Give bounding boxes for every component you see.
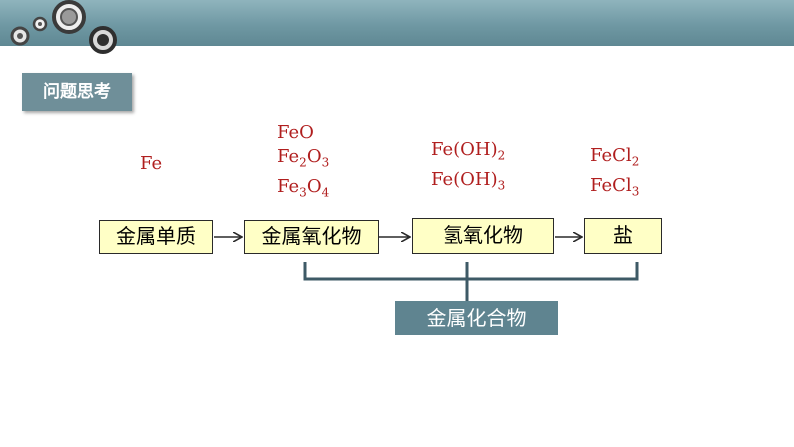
group-bracket [303,262,639,301]
oxide-formula: Fe3O4 [277,175,330,200]
salt-formula: FeCl3 [590,174,640,199]
flow-box-metal: 金属单质 [99,220,213,254]
metal-formula: Fe [140,153,163,174]
salt-formula: FeCl2 [590,145,640,169]
hydroxide-formula: Fe(OH)2 [431,139,506,163]
flow-box-oxide: 金属氧化物 [244,220,379,254]
flow-box-hydroxide: 氢氧化物 [412,218,554,254]
oxide-formulas: FeO Fe2O3 Fe3O4 [277,121,329,204]
header-bar [0,0,794,46]
flow-box-salt: 盐 [584,218,662,254]
hydroxide-formulas: Fe(OH)2 Fe(OH)3 [431,138,505,197]
oxide-formula: Fe2O3 [277,146,330,170]
oxide-formula: FeO [277,122,314,143]
section-label: 问题思考 [22,73,132,111]
hydroxide-formula: Fe(OH)3 [431,168,506,193]
group-label: 金属化合物 [395,301,558,335]
salt-formulas: FeCl2 FeCl3 [590,144,639,203]
decorative-rings-icon [10,0,117,54]
